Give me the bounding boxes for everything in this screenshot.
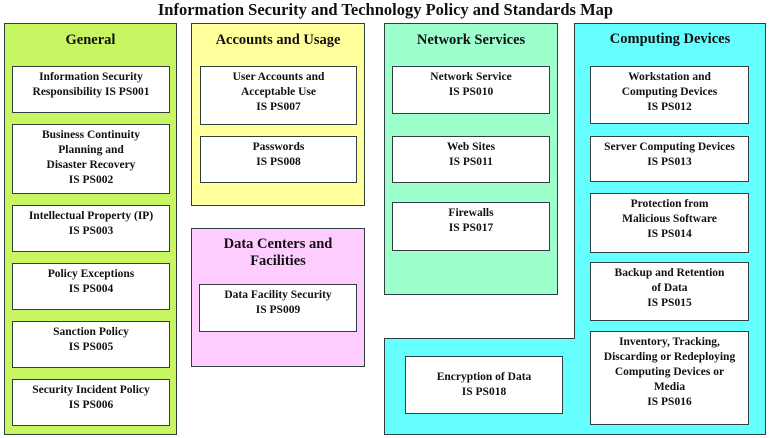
policy-label: Information Security Responsibility IS P… [32,71,150,98]
policy-box-ps017[interactable]: Firewalls IS PS017 [392,202,550,251]
policy-label: Encryption of Data IS PS018 [436,371,532,398]
datacenters-title: Data Centers and Facilities [223,236,333,269]
policy-label: Workstation and Computing Devices IS PS0… [621,71,718,113]
policy-box-ps014[interactable]: Protection from Malicious Software IS PS… [590,193,749,253]
policy-box-ps018[interactable]: Encryption of Data IS PS018 [405,356,563,414]
policy-label: Sanction Policy IS PS005 [53,326,129,353]
policy-box-ps011[interactable]: Web Sites IS PS011 [392,136,550,183]
policy-label: Server Computing Devices IS PS013 [604,141,735,168]
policy-label: Passwords IS PS008 [252,141,305,168]
policy-box-ps013[interactable]: Server Computing Devices IS PS013 [590,136,749,182]
general-title: General [65,32,116,48]
policy-label: Business Continuity Planning and Disaste… [41,129,141,186]
policy-box-ps015[interactable]: Backup and Retention of Data IS PS015 [590,262,749,321]
policy-box-ps002[interactable]: Business Continuity Planning and Disaste… [12,124,170,194]
policy-box-ps006[interactable]: Security Incident Policy IS PS006 [12,379,170,426]
policy-label: Protection from Malicious Software IS PS… [622,198,717,240]
accounts-title: Accounts and Usage [215,32,341,48]
policy-box-ps005[interactable]: Sanction Policy IS PS005 [12,321,170,368]
computing-title: Computing Devices [609,31,731,47]
policy-label: Intellectual Property (IP) IS PS003 [28,210,154,237]
policy-label: Inventory, Tracking, Discarding or Redep… [603,336,736,408]
policy-box-ps012[interactable]: Workstation and Computing Devices IS PS0… [590,66,749,124]
diagram-title: Information Security and Technology Poli… [157,0,614,19]
policy-label: Backup and Retention of Data IS PS015 [614,267,725,309]
policy-box-ps001[interactable]: Information Security Responsibility IS P… [12,66,170,113]
policy-box-ps008[interactable]: Passwords IS PS008 [200,136,357,183]
policy-box-ps003[interactable]: Intellectual Property (IP) IS PS003 [12,205,170,252]
policy-label: Firewalls IS PS017 [448,207,494,234]
policy-box-ps004[interactable]: Policy Exceptions IS PS004 [12,263,170,310]
policy-box-ps016[interactable]: Inventory, Tracking, Discarding or Redep… [590,331,749,425]
policy-box-ps009[interactable]: Data Facility Security IS PS009 [199,284,357,332]
network-title: Network Services [416,32,526,48]
policy-label: User Accounts and Acceptable Use IS PS00… [232,71,325,113]
policy-label: Web Sites IS PS011 [446,141,496,168]
policy-label: Policy Exceptions IS PS004 [47,268,135,295]
policy-label: Network Service IS PS010 [430,71,512,98]
policy-box-ps007[interactable]: User Accounts and Acceptable Use IS PS00… [200,66,357,125]
policy-label: Data Facility Security IS PS009 [224,289,332,316]
policy-label: Security Incident Policy IS PS006 [32,384,150,411]
policy-box-ps010[interactable]: Network Service IS PS010 [392,66,550,114]
